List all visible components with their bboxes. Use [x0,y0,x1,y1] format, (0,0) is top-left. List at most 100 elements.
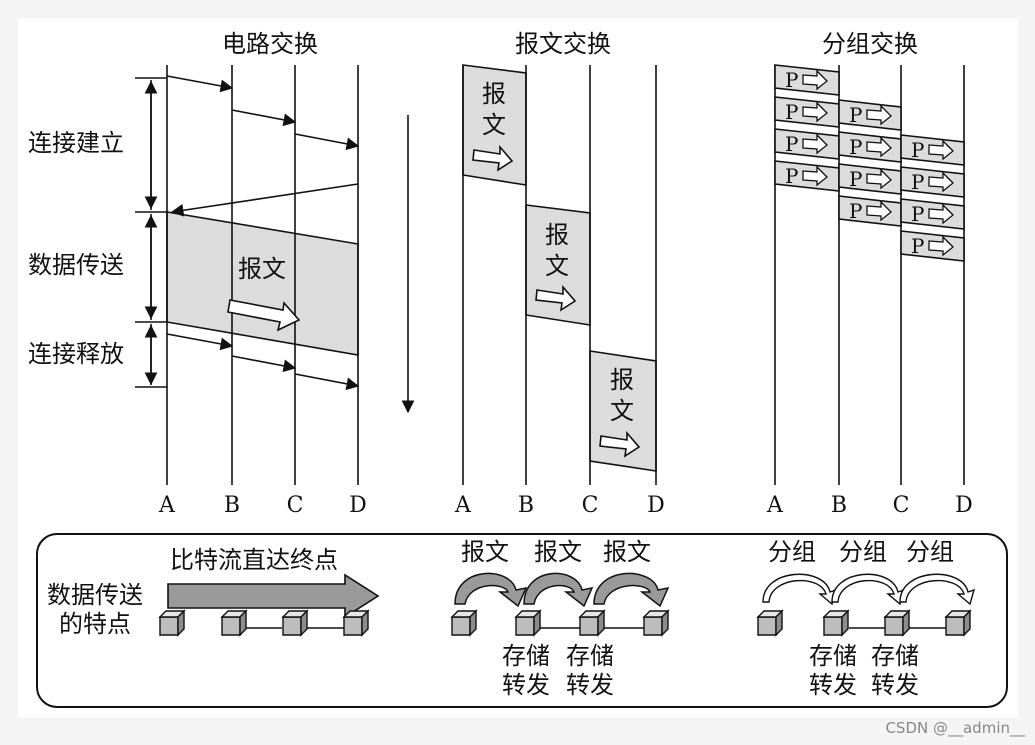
message-hop-label: 报文 [534,538,582,566]
packet-label: P [849,103,862,127]
node-label: B [831,493,847,518]
packet-arrow-icon [866,136,892,158]
packet-arrow-icon [928,203,954,225]
node-cube-icon [642,609,670,637]
title-packet-switching: 分组交换 [822,30,918,58]
packet-label: P [785,100,798,124]
feature-label-line1: 数据传送 [47,581,143,609]
circuit-message-label: 报文 [238,255,286,283]
hop-arrow-icon [899,573,976,606]
forward-label: 转发 [871,671,919,699]
node-cube-icon [822,609,850,637]
packet-hop-label: 分组 [906,538,954,566]
packet-arrow-icon [802,133,828,155]
store-label: 存储 [871,642,919,670]
packet-label: P [849,199,862,223]
packet-label: P [911,170,924,194]
circuit-caption: 比特流直达终点 [170,546,338,574]
packet-block: P [774,160,840,192]
title-circuit-switching: 电路交换 [222,30,318,58]
feature-label-line2: 的特点 [59,610,131,638]
packet-arrow-icon [866,168,892,190]
packet-arrow-icon [928,139,954,161]
packet-hop-label: 分组 [768,538,816,566]
hop-arrow-icon [523,572,594,608]
node-cube-icon [756,609,784,637]
hop-arrow-icon [831,573,906,606]
forward-label: 转发 [809,671,857,699]
packet-block: P [900,230,965,262]
packet-block: P [838,163,902,195]
node-cube-icon [281,609,309,637]
packet-block: P [838,99,902,131]
message-label-1a: 报 [482,80,506,108]
circuit-hollow-arrow-icon [227,299,301,332]
packet-arrow-icon [928,171,954,193]
packet-block: P [838,195,902,227]
store-label: 存储 [566,642,614,670]
node-label: C [582,493,599,518]
phase-release-label: 连接释放 [28,340,124,368]
phase-setup-label: 连接建立 [28,129,124,157]
packet-arrow-icon [802,101,828,123]
node-label: C [893,493,910,518]
packet-block: P [774,128,840,160]
message-hop-label: 报文 [603,538,651,566]
message-hollow-arrow-icon [599,430,641,458]
bitstream-arrow-icon [167,573,380,619]
message-label-2b: 文 [545,252,569,280]
packet-label: P [785,164,798,188]
message-label-1b: 文 [482,111,506,139]
node-label: A [454,493,472,518]
packet-label: P [785,68,798,92]
packet-block: P [900,198,965,230]
node-label: B [518,493,534,518]
message-hollow-arrow-icon [472,144,514,172]
packet-arrow-icon [802,69,828,91]
packet-hop-label: 分组 [839,538,887,566]
packet-block: P [838,131,902,163]
message-label-3a: 报 [610,366,634,394]
node-label: D [647,493,665,518]
phase-transfer-label: 数据传送 [28,251,124,279]
hop-arrows [454,572,976,608]
node-cube-icon [944,609,972,637]
watermark: CSDN @__admin__ [885,719,1025,737]
packet-arrow-icon [866,104,892,126]
message-hop-label: 报文 [461,538,509,566]
packet-arrow-icon [928,235,954,257]
node-cube-icon [342,609,370,637]
packet-label: P [911,138,924,162]
packet-label: P [911,202,924,226]
message-switching-panel [462,64,657,485]
store-label: 存储 [502,642,550,670]
node-cube-icon [514,609,542,637]
packet-label: P [785,132,798,156]
node-cube-icon [220,609,248,637]
packet-arrow-icon [802,165,828,187]
node-cube-icon [450,609,478,637]
message-label-2a: 报 [545,221,569,249]
message-label-3b: 文 [610,397,634,425]
message-hollow-arrow-icon [535,284,577,312]
circuit-switching-panel [135,65,415,485]
node-label: A [158,493,176,518]
forward-label: 转发 [502,671,550,699]
packet-label: P [911,234,924,258]
forward-label: 转发 [566,671,614,699]
store-label: 存储 [809,642,857,670]
node-label: C [287,493,304,518]
packet-block: P [774,64,840,96]
packet-arrow-icon [866,200,892,222]
node-label: A [766,493,784,518]
node-cube-icon [883,609,911,637]
node-cubes [158,609,972,637]
node-cube-icon [578,609,606,637]
packet-label: P [849,167,862,191]
packet-block: P [900,166,965,198]
hop-arrow-icon [593,572,670,608]
node-cube-icon [158,609,186,637]
